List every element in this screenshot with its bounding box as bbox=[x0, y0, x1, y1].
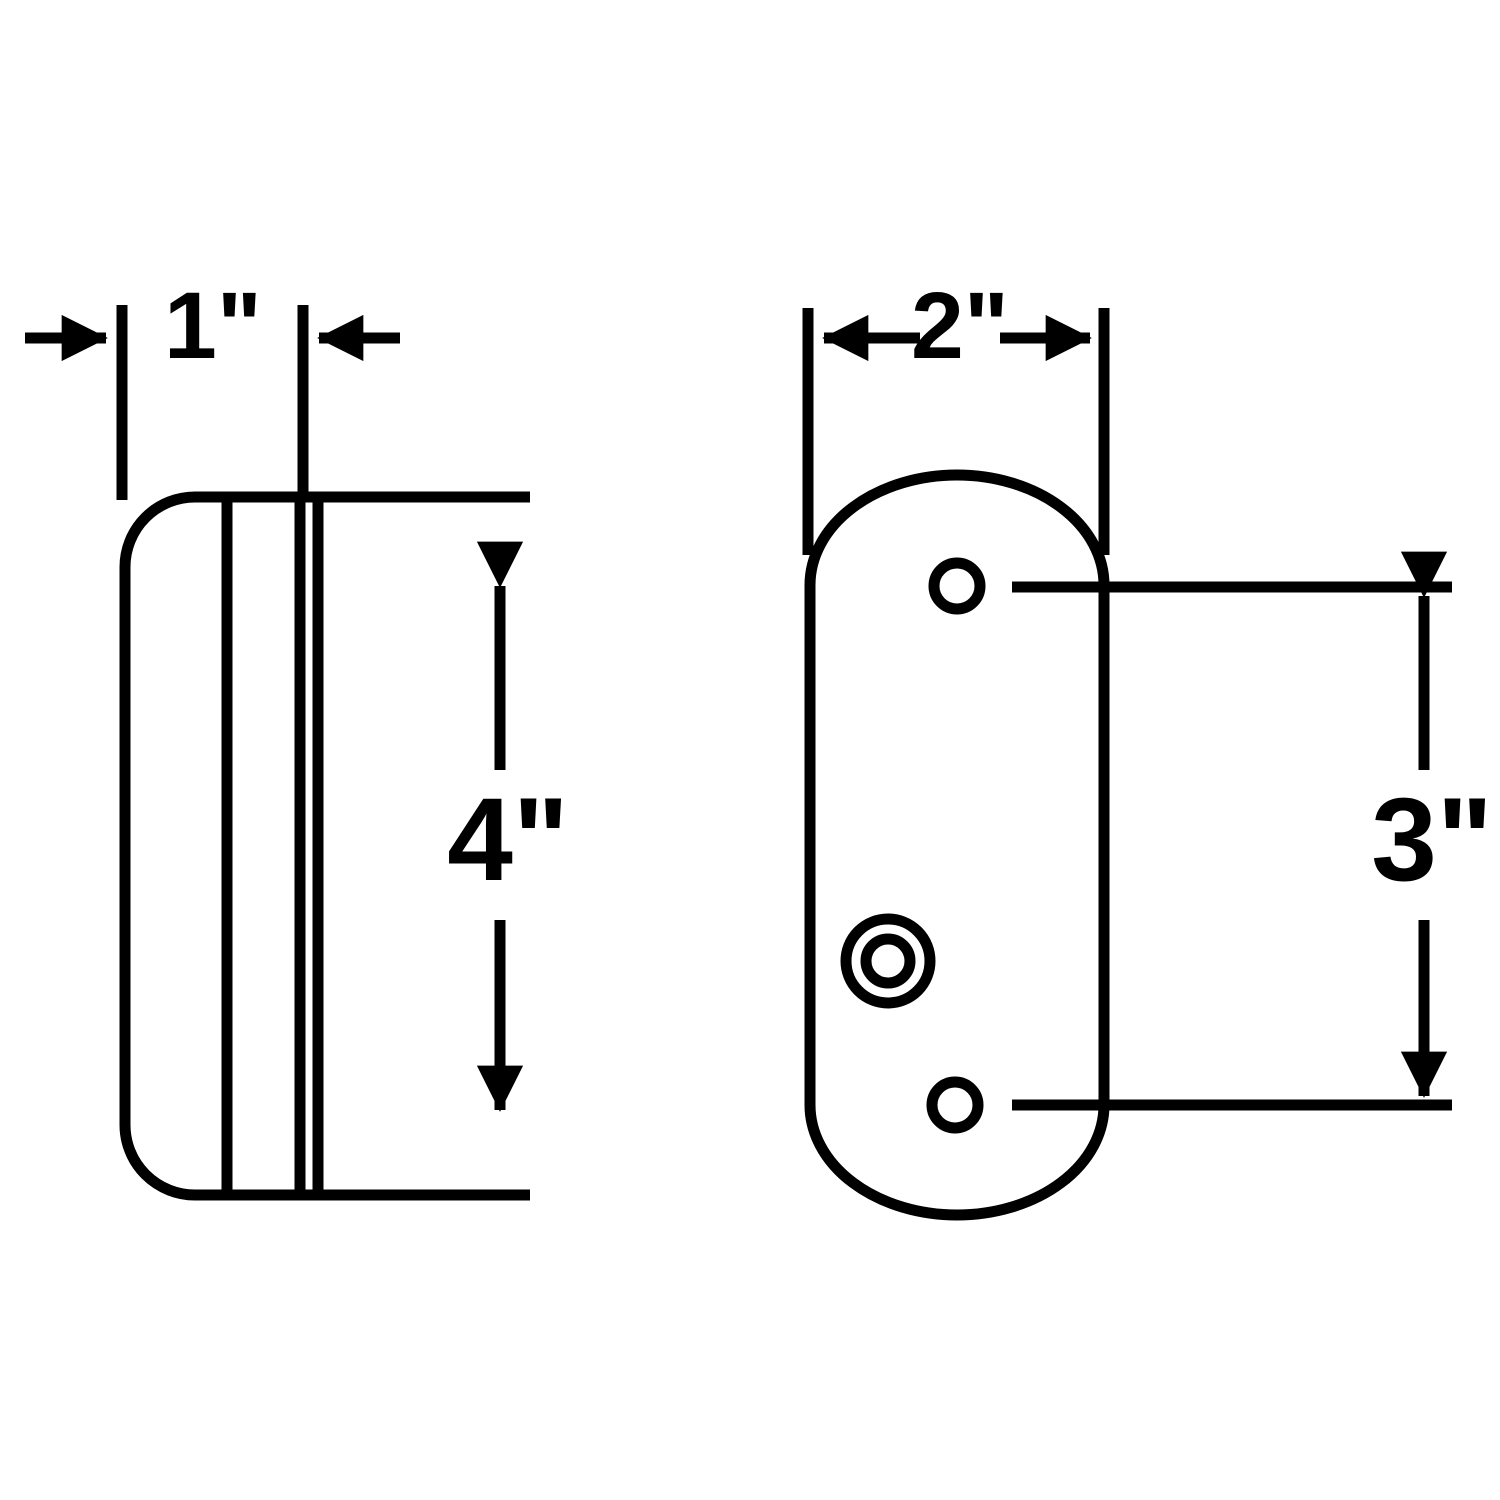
bottom-hole bbox=[926, 1076, 984, 1134]
dimension-1-inch-group: 1" bbox=[25, 273, 400, 500]
top-hole bbox=[928, 557, 986, 615]
side-view-group bbox=[119, 491, 530, 1201]
dim-2in-label: 2" bbox=[911, 273, 1009, 379]
dim-4in-label: 4" bbox=[447, 774, 569, 906]
dim-4in-text-gap bbox=[455, 770, 570, 920]
dimension-4-inch-group: 4" bbox=[447, 541, 570, 1112]
dimension-2-inch-group: 2" bbox=[802, 273, 1110, 555]
side-view-outline bbox=[119, 491, 530, 1201]
counterbore-inner-circle bbox=[860, 933, 916, 989]
dim-1in-label: 1" bbox=[164, 273, 262, 379]
dimension-3-inch-group: 3" bbox=[1012, 551, 1495, 1111]
dim-3in-label: 3" bbox=[1371, 774, 1493, 906]
counterbore-outer-circle bbox=[840, 913, 936, 1009]
dim-3in-text-gap bbox=[1380, 770, 1495, 920]
